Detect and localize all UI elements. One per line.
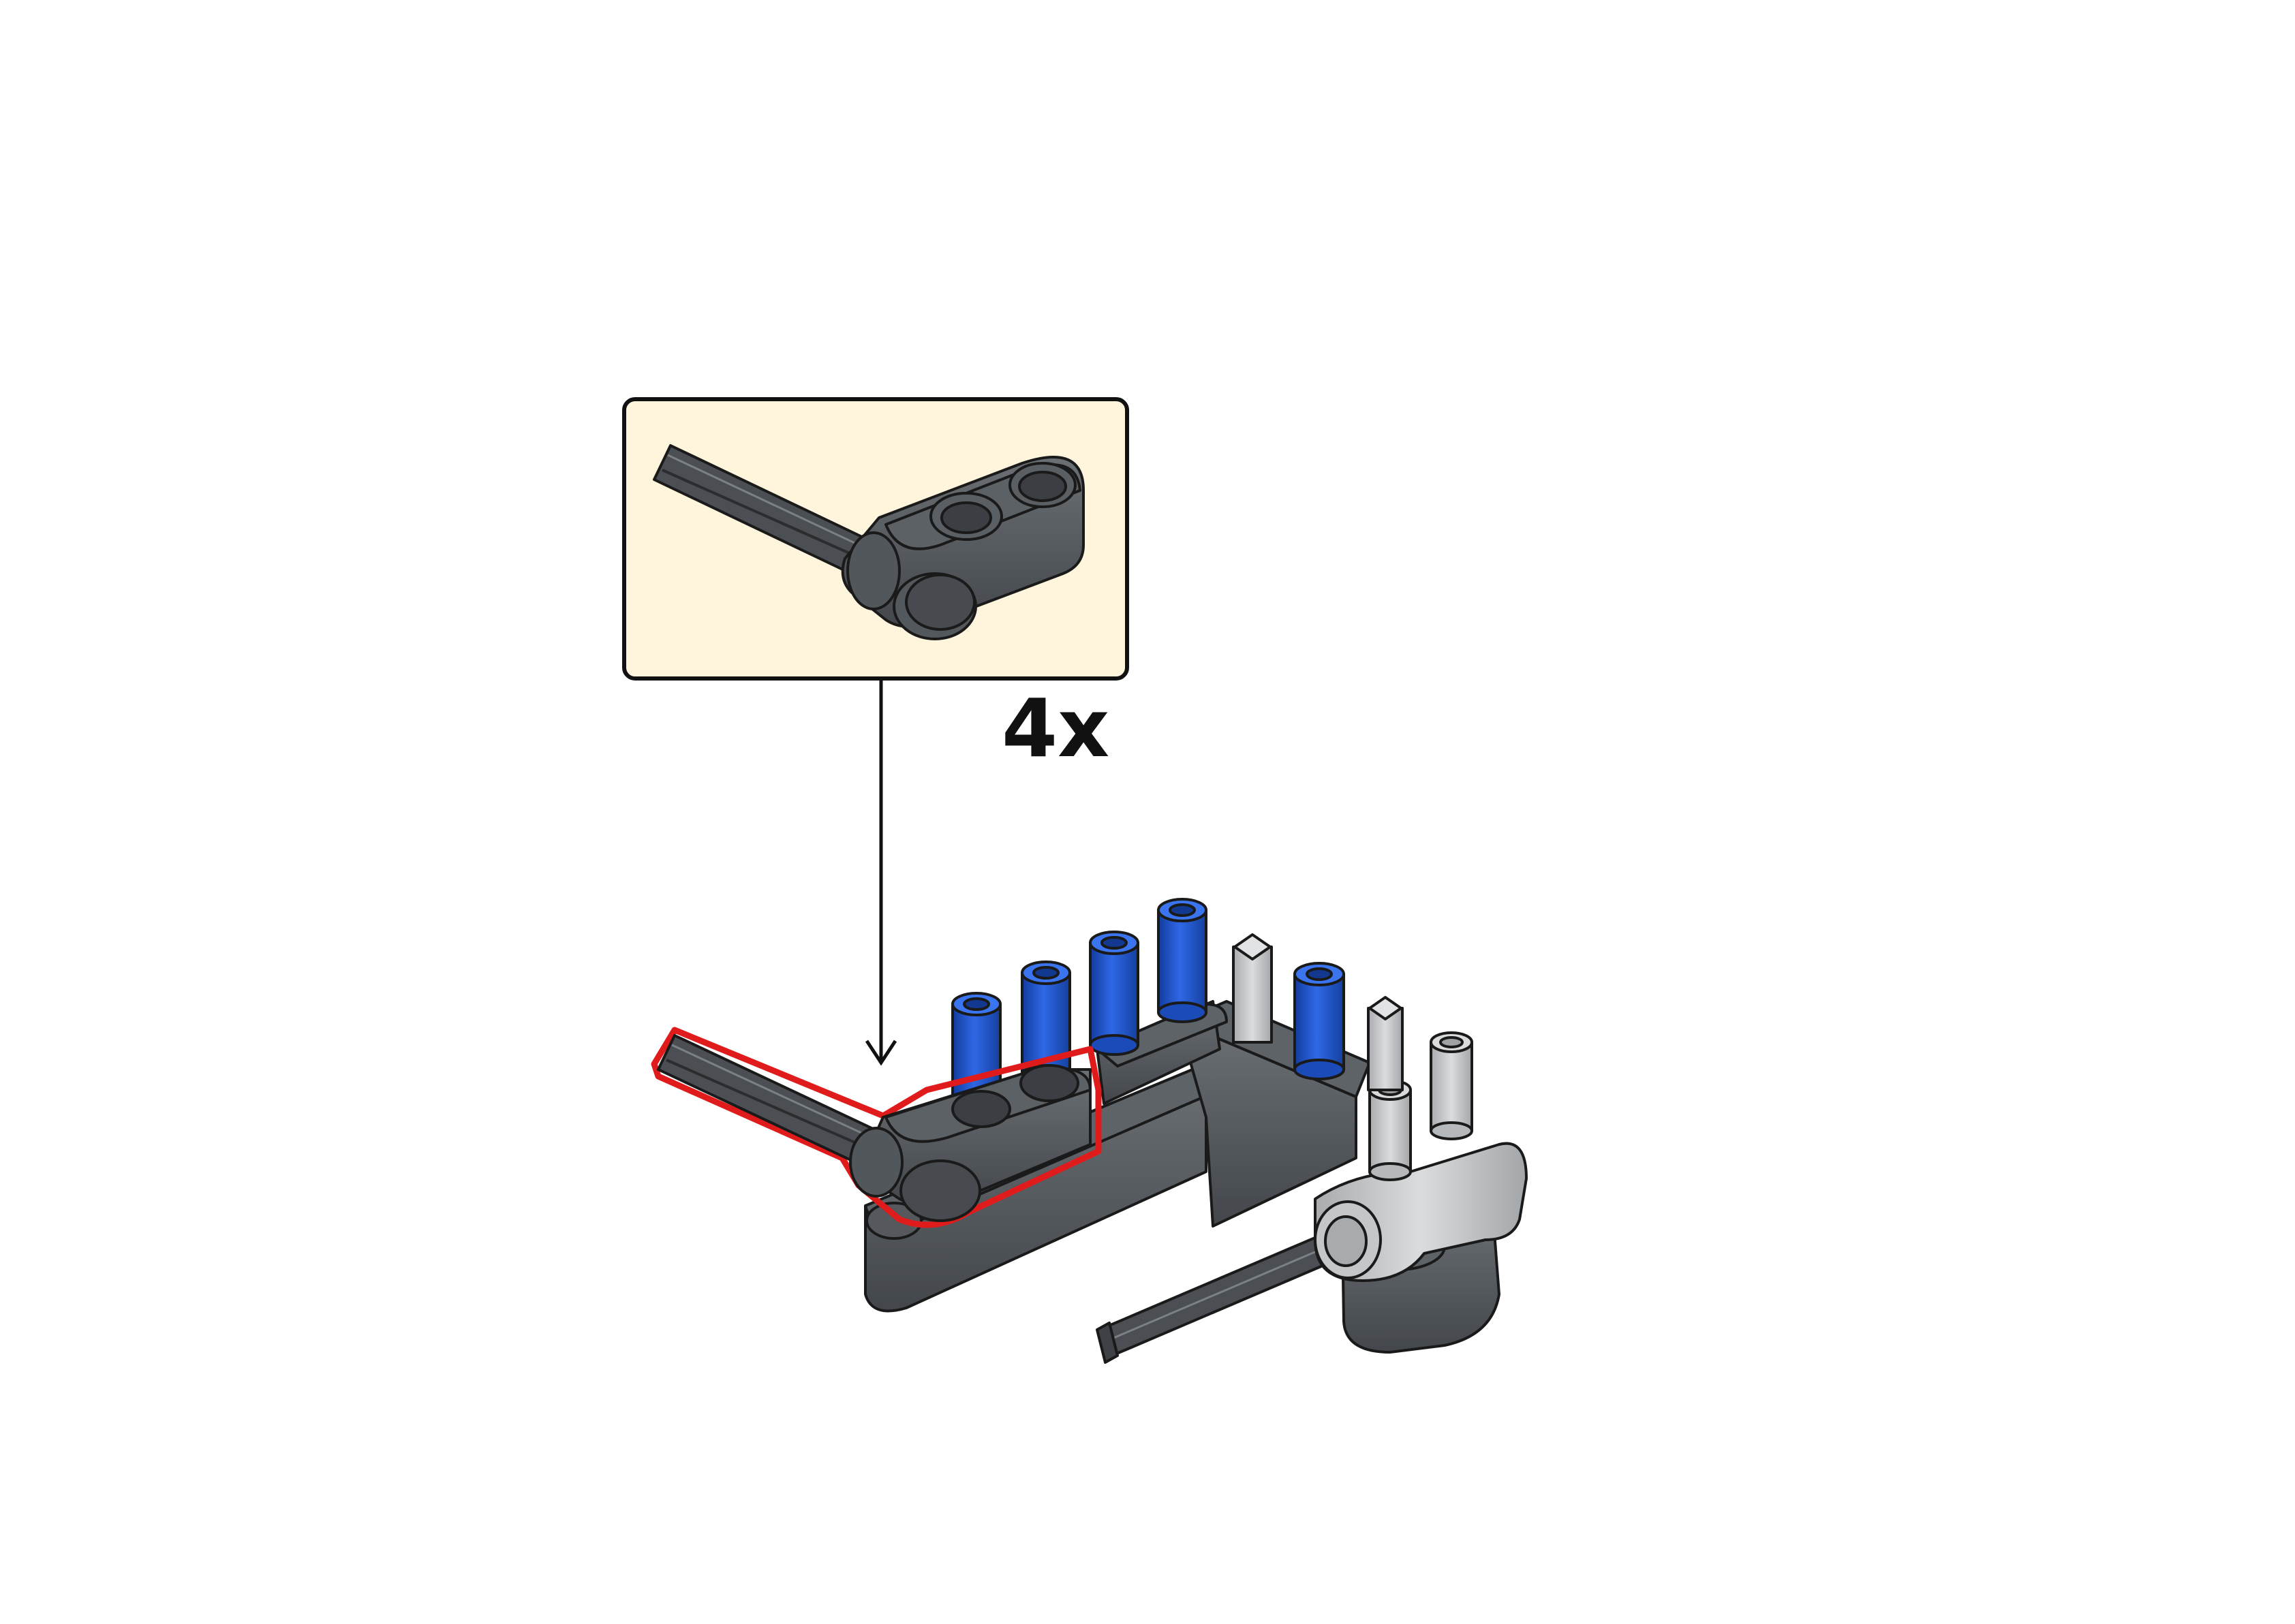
light-gray-axle <box>1232 933 1273 1044</box>
parts-callout <box>622 397 1129 681</box>
light-gray-pin <box>1368 1079 1412 1181</box>
light-gray-axle <box>1367 996 1404 1091</box>
main-assembly <box>651 898 1528 1364</box>
blue-pin <box>1293 962 1345 1080</box>
new-part-highlighted <box>651 1027 1102 1228</box>
front-axle <box>1096 1232 1337 1364</box>
quantity-label: 4x <box>1002 681 1110 775</box>
highlight-outline <box>651 1027 1102 1228</box>
light-gray-pin <box>1430 1031 1473 1140</box>
blue-pin <box>1089 931 1139 1056</box>
placement-arrow <box>865 678 897 1066</box>
blue-pin <box>1157 898 1207 1023</box>
callout-part-connector-with-axle <box>653 444 1085 640</box>
new-part-round-cap <box>899 1159 981 1222</box>
